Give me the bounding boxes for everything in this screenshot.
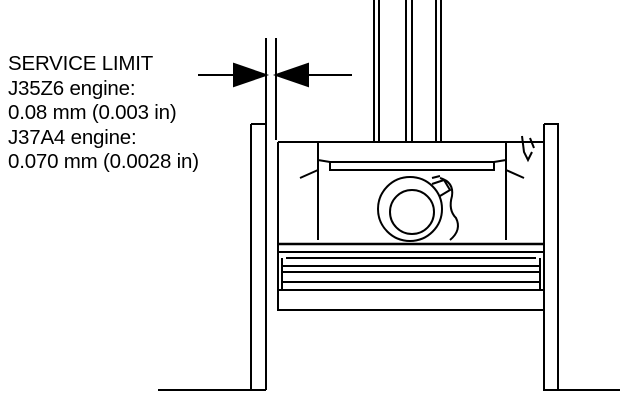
engine-j37a4-label: J37A4 engine: [8,125,137,149]
engine-j35z6-value: 0.08 mm (0.003 in) [8,101,177,124]
arrow-left [233,62,270,88]
service-limit-callout: SERVICE LIMIT J35Z6 engine: 0.08 mm (0.0… [8,52,199,175]
cylinder-wall-right [543,123,620,391]
engine-j35z6-label: J35Z6 engine: [8,76,136,100]
connecting-rod [373,0,442,142]
piston [277,135,544,311]
engine-j37a4-value: 0.070 mm (0.0028 in) [8,150,199,173]
cylinder-wall-left [158,123,266,391]
piston-rings [278,242,544,291]
clearance-measurement [198,38,352,390]
arrow-right [272,62,309,88]
piston-pin [377,176,452,242]
service-limit-heading: SERVICE LIMIT [8,52,154,75]
